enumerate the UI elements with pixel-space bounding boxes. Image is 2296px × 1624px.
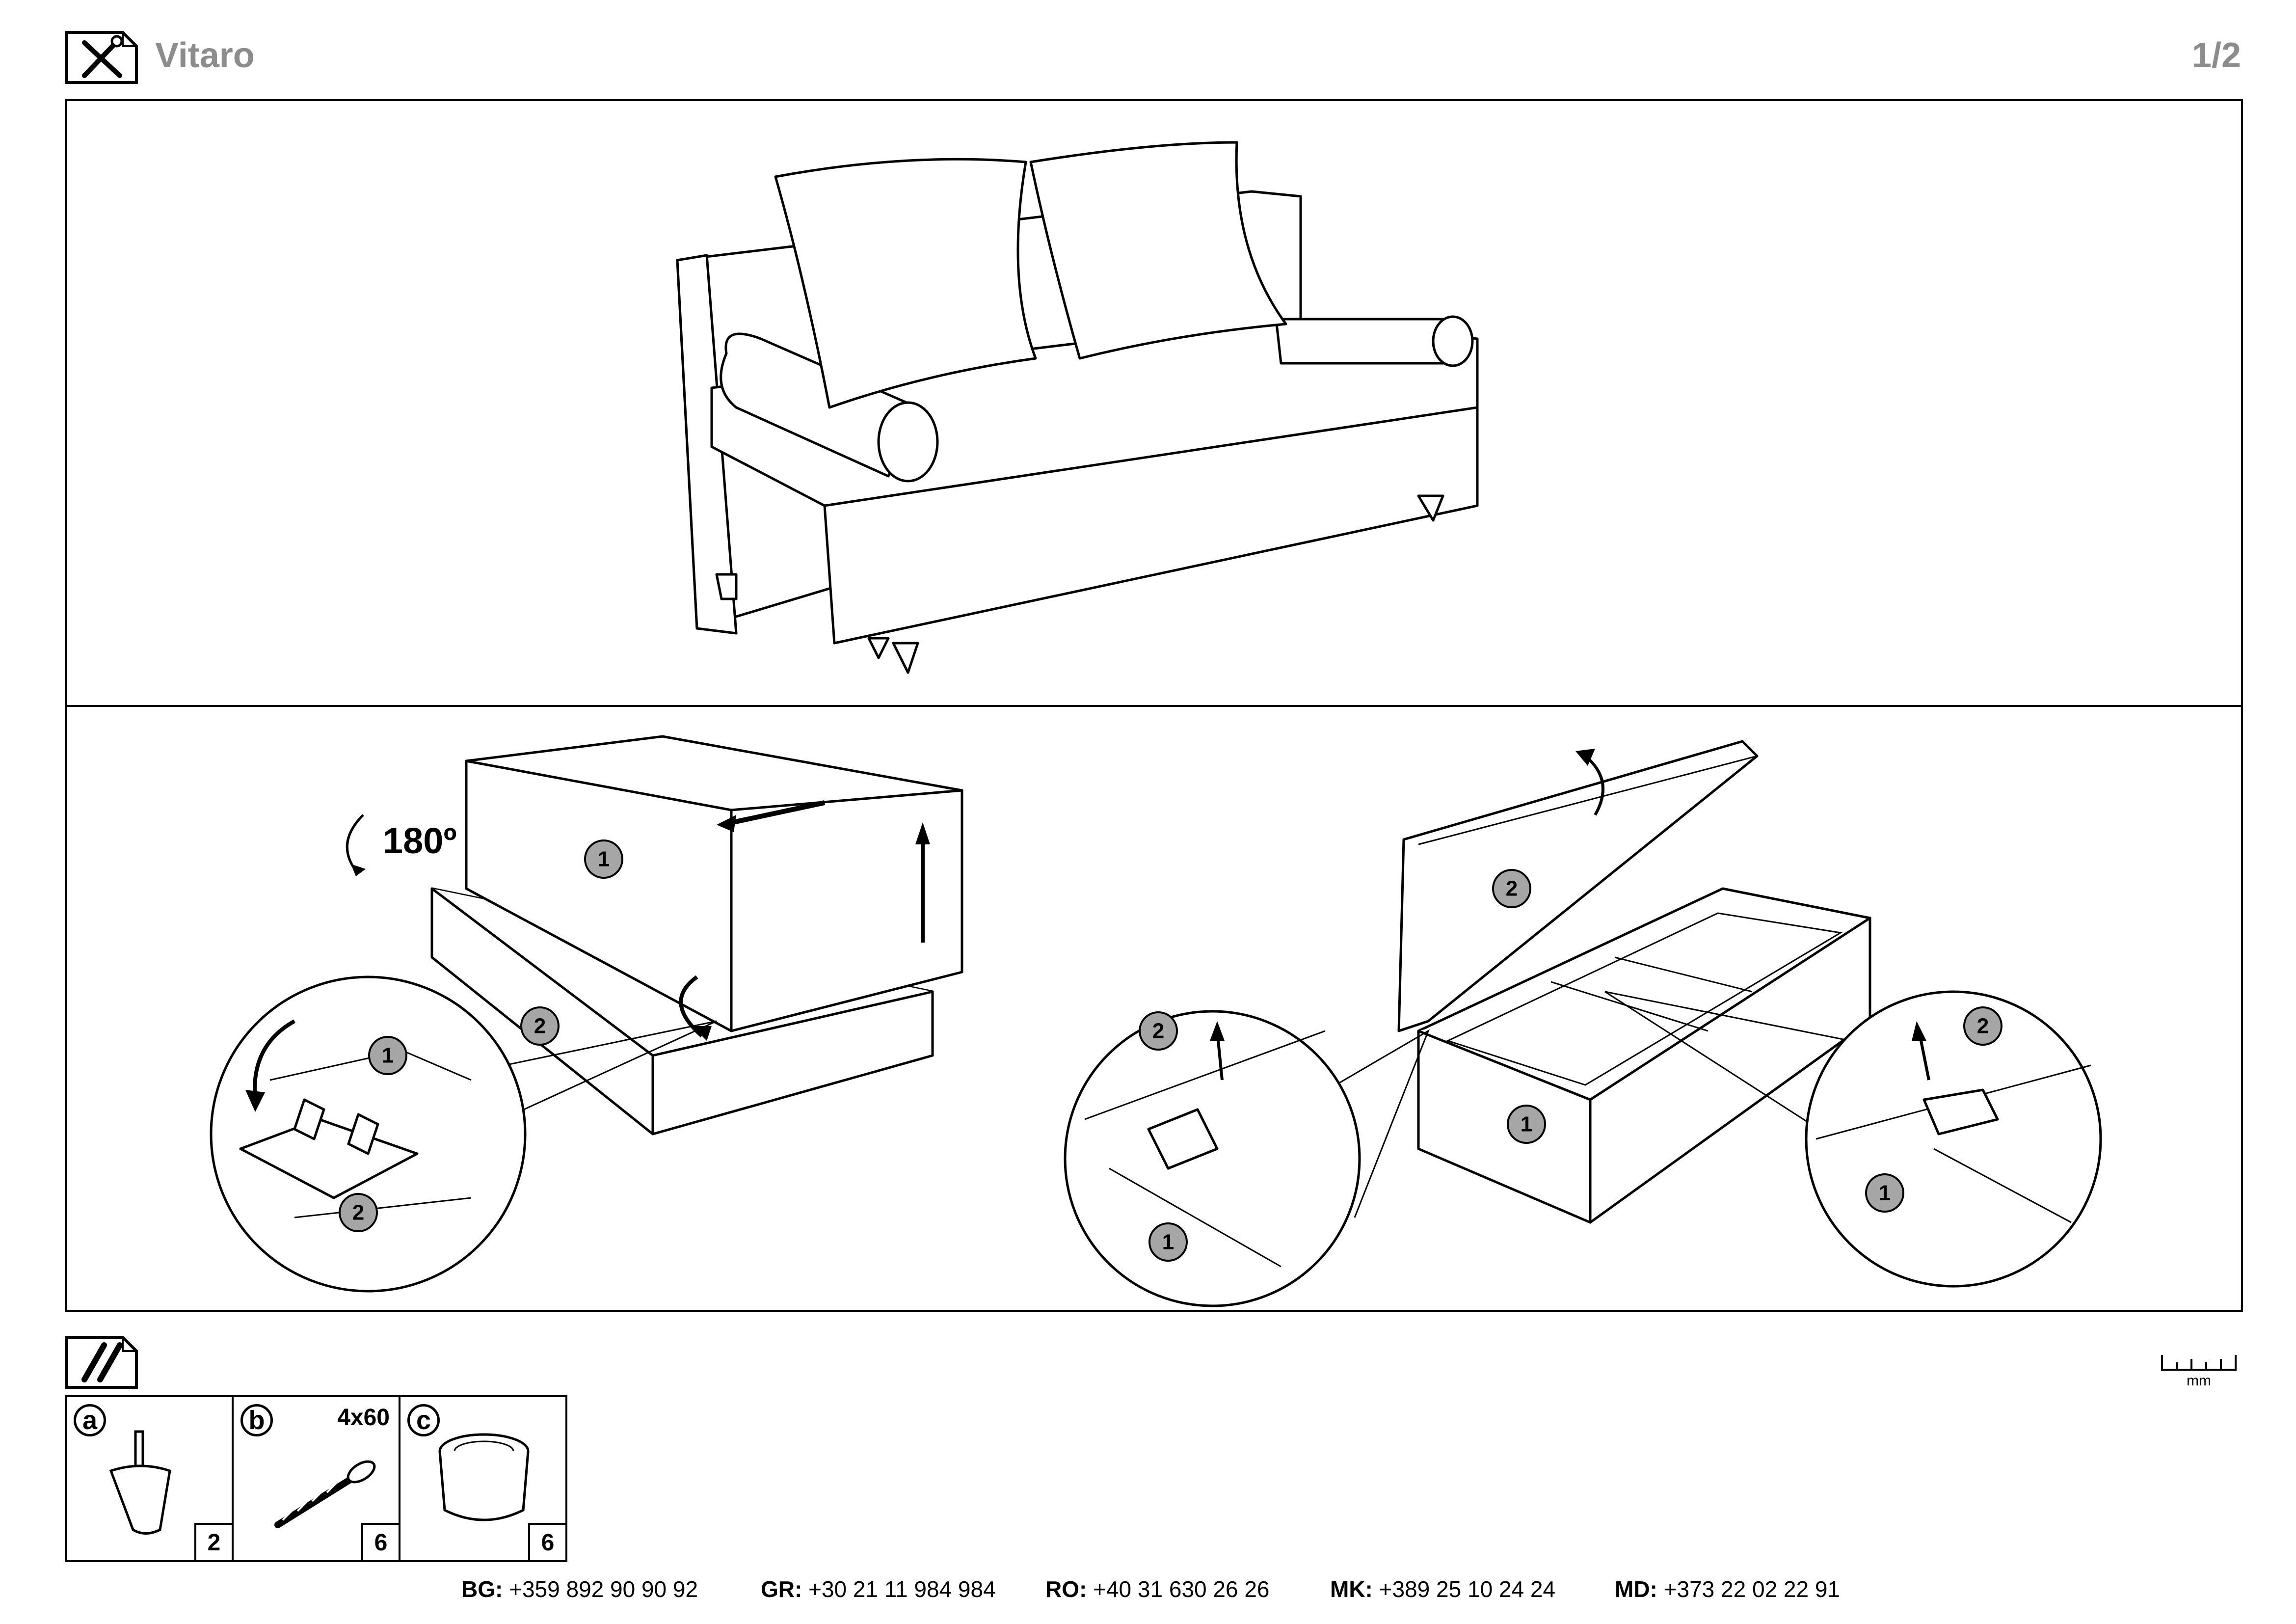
callout-badge-label: 2 — [1977, 1014, 1989, 1038]
ruler-icon: mm — [2161, 1355, 2237, 1389]
sofa-illustration — [676, 141, 1479, 674]
phone-number: +373 22 02 22 91 — [1663, 1576, 1841, 1602]
callout-badge-label: 2 — [1152, 1019, 1164, 1043]
parts-table: a 2 b 4x60 6 c 6 — [65, 1395, 567, 1562]
country-code: MD: — [1615, 1576, 1657, 1602]
callout-badge: 2 — [520, 1006, 560, 1046]
contact-mk: MK: +389 25 10 24 24 — [1330, 1576, 1555, 1602]
phone-number: +40 31 630 26 26 — [1093, 1576, 1270, 1602]
callout-badge: 1 — [368, 1036, 407, 1075]
callout-badge-label: 1 — [598, 847, 610, 871]
callout-badge-label: 1 — [1162, 1230, 1174, 1254]
part-letter: c — [407, 1404, 440, 1436]
part-letter: a — [74, 1404, 106, 1436]
callout-badge: 2 — [339, 1193, 378, 1232]
callout-badge: 1 — [584, 839, 623, 879]
callout-badge-label: 1 — [1521, 1112, 1532, 1137]
rotation-label: 180º — [383, 820, 457, 861]
country-code: GR: — [761, 1576, 802, 1602]
contacts-footer: BG: +359 892 90 90 92 GR: +30 21 11 984 … — [0, 1566, 2296, 1605]
part-letter: b — [240, 1404, 273, 1436]
rotate-top-illustration: 1 2 1 2 — [210, 735, 963, 1293]
open-storage-illustration: 2 1 2 1 2 1 — [1064, 740, 2102, 1307]
part-size: 4x60 — [337, 1405, 390, 1431]
contact-ro: RO: +40 31 630 26 26 — [1045, 1576, 1270, 1602]
ruler-unit: mm — [2187, 1373, 2211, 1389]
panel-divider — [65, 705, 2243, 707]
part-cell-b: b 4x60 6 — [234, 1397, 400, 1560]
callout-badge: 2 — [1492, 869, 1531, 908]
part-quantity: 6 — [361, 1523, 399, 1560]
document-title: Vitaro — [155, 36, 255, 75]
callout-badge-label: 2 — [352, 1201, 364, 1225]
callout-badge: 1 — [1507, 1105, 1546, 1144]
part-cell-a: a 2 — [67, 1397, 234, 1560]
callout-badge-label: 2 — [534, 1014, 546, 1038]
callout-badge-label: 1 — [1879, 1181, 1891, 1205]
screw-icon — [274, 1460, 376, 1528]
country-code: RO: — [1045, 1576, 1087, 1602]
page-number: 1/2 — [2191, 36, 2241, 75]
wrench-screwdriver-icon — [65, 31, 138, 84]
part-cell-c: c 6 — [400, 1397, 565, 1560]
phone-number: +359 892 90 90 92 — [509, 1576, 698, 1602]
callout-badge: 1 — [1148, 1222, 1188, 1262]
contact-bg: BG: +359 892 90 90 92 — [461, 1576, 698, 1602]
callout-badge: 2 — [1963, 1006, 2002, 1046]
callout-badge: 1 — [1865, 1173, 1904, 1213]
callout-badge: 2 — [1139, 1011, 1178, 1051]
furniture-glide-icon — [438, 1433, 530, 1521]
contact-md: MD: +373 22 02 22 91 — [1615, 1576, 1840, 1602]
country-code: BG: — [461, 1576, 503, 1602]
callout-badge-label: 1 — [382, 1044, 394, 1068]
callout-badge-label: 2 — [1506, 877, 1518, 901]
hardware-bag-icon — [65, 1336, 138, 1389]
country-code: MK: — [1330, 1576, 1373, 1602]
sofa-leg-icon — [109, 1430, 171, 1535]
phone-number: +389 25 10 24 24 — [1379, 1576, 1556, 1602]
contact-gr: GR: +30 21 11 984 984 — [761, 1576, 996, 1602]
part-quantity: 6 — [528, 1523, 565, 1560]
part-quantity: 2 — [194, 1523, 232, 1560]
phone-number: +30 21 11 984 984 — [808, 1576, 996, 1602]
